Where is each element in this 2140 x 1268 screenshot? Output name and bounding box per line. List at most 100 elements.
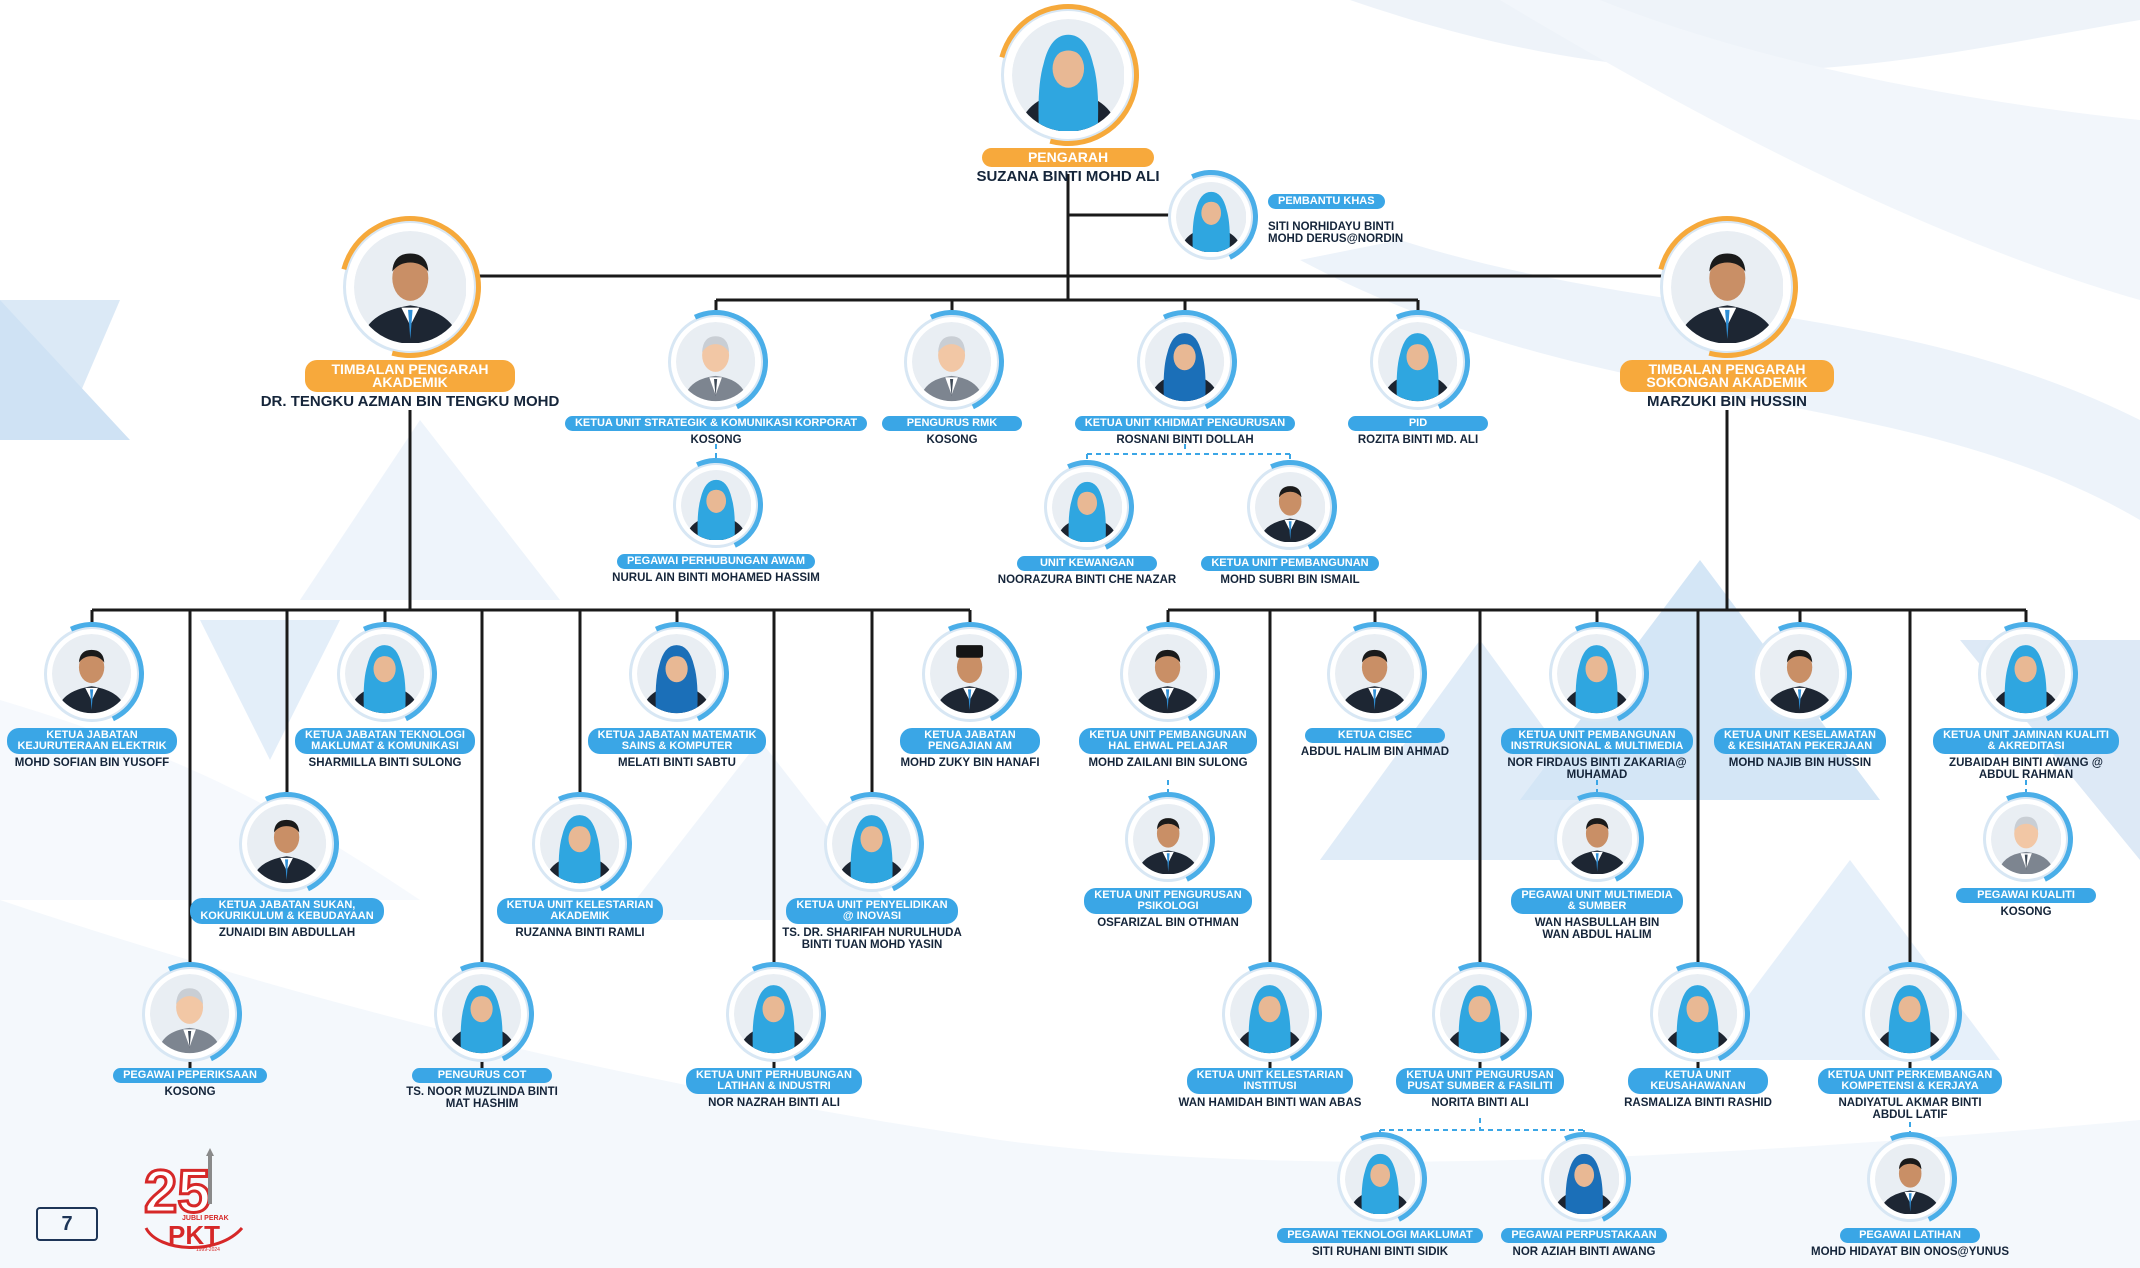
org-node-n31: KETUA UNIT PENGURUSAN PUSAT SUMBER & FAS… (1300, 966, 1660, 1109)
staff-name: TS. NOOR MUZLINDA BINTI MAT HASHIM (406, 1086, 558, 1110)
staff-photo (629, 626, 725, 722)
role-title: KETUA UNIT KEUSAHAWANAN (1628, 1068, 1768, 1094)
role-title: PEMBANTU KHAS (1268, 194, 1385, 209)
org-node-n22: KETUA UNIT PEMBANGUNAN HAL EHWAL PELAJAR… (988, 626, 1348, 769)
role-title: PENGURUS COT (412, 1068, 552, 1083)
staff-photo (1125, 796, 1211, 882)
role-title: KETUA UNIT PEMBANGUNAN HAL EHWAL PELAJAR (1079, 728, 1257, 754)
org-node-n16: KETUA JABATAN SUKAN, KOKURIKULUM & KEBUD… (107, 796, 467, 939)
role-title: KETUA CISEC (1305, 728, 1445, 743)
org-node-n14: KETUA JABATAN MATEMATIK SAINS & KOMPUTER… (497, 626, 857, 769)
logo-years: 1999-2024 (196, 1247, 220, 1253)
role-title: PEGAWAI UNIT MULTIMEDIA & SUMBER (1511, 888, 1683, 914)
staff-photo (1137, 314, 1233, 410)
staff-name: ROZITA BINTI MD. ALI (1357, 434, 1479, 446)
staff-photo (1752, 626, 1848, 722)
org-node-n9: PEGAWAI PERHUBUNGAN AWAM NURUL AIN BINTI … (536, 462, 896, 584)
staff-photo (1247, 464, 1333, 550)
staff-name: ZUNAIDI BIN ABDULLAH (218, 927, 356, 939)
staff-name: NURUL AIN BINTI MOHAMED HASSIM (612, 572, 820, 584)
org-node-n25: KETUA UNIT KESELAMATAN & KESIHATAN PEKER… (1620, 626, 1980, 769)
org-node-n33: KETUA UNIT PERKEMBANGAN KOMPETENSI & KER… (1730, 966, 2090, 1121)
staff-name: ABDUL HALIM BIN AHMAD (1300, 746, 1450, 758)
staff-name: SHARMILLA BINTI SULONG (308, 757, 462, 769)
staff-photo (1554, 796, 1640, 882)
role-title: PEGAWAI KUALITI (1956, 888, 2096, 903)
staff-photo (1168, 174, 1254, 260)
staff-name: NOORAZURA BINTI CHE NAZAR (997, 574, 1177, 586)
page-number: 7 (36, 1207, 98, 1241)
staff-photo (1337, 1136, 1423, 1222)
role-title: PEGAWAI PERHUBUNGAN AWAM (616, 554, 816, 569)
staff-name: SITI NORHIDAYU BINTI MOHD DERUS@NORDIN (1268, 221, 1404, 245)
role-title: TIMBALAN PENGARAH SOKONGAN AKADEMIK (1620, 360, 1834, 392)
role-title: KETUA JABATAN PENGAJIAN AM (900, 728, 1040, 754)
staff-photo (1044, 464, 1130, 550)
staff-photo (1650, 966, 1746, 1062)
staff-photo (532, 796, 628, 892)
role-title: KETUA UNIT PENGURUSAN PSIKOLOGI (1084, 888, 1252, 914)
staff-photo (1120, 626, 1216, 722)
logo-banner: JUBLI PERAK (182, 1215, 229, 1222)
org-node-n30: KETUA UNIT KELESTARIAN INSTITUSI WAN HAMI… (1090, 966, 1450, 1109)
org-node-n24: KETUA UNIT PEMBANGUNAN INSTRUKSIONAL & M… (1417, 626, 1777, 781)
role-title: PENGARAH (982, 148, 1154, 167)
staff-name: WAN HASBULLAH BIN WAN ABDUL HALIM (1534, 917, 1660, 941)
staff-name: MARZUKI BIN HUSSIN (1647, 393, 1807, 410)
role-title: KETUA JABATAN MATEMATIK SAINS & KOMPUTER (587, 728, 767, 754)
vacant-avatar-icon (904, 314, 1000, 410)
role-title: KETUA JABATAN KEJURUTERAAN ELEKTRIK (7, 728, 177, 754)
staff-name: MELATI BINTI SABTU (618, 757, 736, 769)
staff-name: KOSONG (164, 1086, 216, 1098)
role-title: KETUA UNIT PERKEMBANGAN KOMPETENSI & KER… (1817, 1068, 2003, 1094)
staff-name: RASMALIZA BINTI RASHID (1624, 1097, 1772, 1109)
org-node-n32: KETUA UNIT KEUSAHAWANAN RASMALIZA BINTI R… (1518, 966, 1878, 1109)
staff-name: MOHD NAJIB BIN HUSSIN (1728, 757, 1872, 769)
vacant-avatar-icon (1983, 796, 2069, 882)
staff-photo (337, 626, 433, 722)
staff-name: NADIYATUL AKMAR BINTI ABDUL LATIF (1838, 1097, 1982, 1121)
role-title: PEGAWAI TEKNOLOGI MAKLUMAT (1277, 1228, 1483, 1243)
role-title: KETUA UNIT KELESTARIAN INSTITUSI (1186, 1068, 1354, 1094)
staff-photo (673, 462, 759, 548)
staff-photo (1541, 1136, 1627, 1222)
staff-photo (239, 796, 335, 892)
staff-name: SITI RUHANI BINTI SIDIK (1311, 1246, 1449, 1258)
role-title: PENGURUS RMK (882, 416, 1022, 431)
staff-name: RUZANNA BINTI RAMLI (515, 927, 645, 939)
role-title: KETUA UNIT PENYELIDIKAN @ INOVASI (786, 898, 958, 924)
staff-name: MOHD HIDAYAT BIN ONOS@YUNUS (1810, 1246, 2009, 1258)
role-title: KETUA UNIT PERHUBUNGAN LATIHAN & INDUSTR… (685, 1068, 863, 1094)
vacant-avatar-icon (668, 314, 764, 410)
staff-name: SUZANA BINTI MOHD ALI (976, 168, 1160, 185)
staff-name: NOR AZIAH BINTI AWANG (1512, 1246, 1656, 1258)
staff-name: ZUBAIDAH BINTI AWANG @ ABDUL RAHMAN (1949, 757, 2103, 781)
org-node-n21: KETUA UNIT PERHUBUNGAN LATIHAN & INDUSTR… (594, 966, 954, 1109)
staff-photo (922, 626, 1018, 722)
staff-photo (1327, 626, 1423, 722)
staff-photo (1370, 314, 1466, 410)
role-title: KETUA UNIT KHIDMAT PENGURUSAN (1074, 416, 1296, 431)
role-title: PEGAWAI PEPERIKSAAN (113, 1068, 267, 1083)
org-node-n20: PENGURUS COT TS. NOOR MUZLINDA BINTI MAT … (302, 966, 662, 1110)
staff-photo (1862, 966, 1958, 1062)
staff-photo (1432, 966, 1528, 1062)
staff-photo (1549, 626, 1645, 722)
org-node-n19: PEGAWAI PEPERIKSAAN KOSONG (10, 966, 370, 1098)
staff-name: WAN HAMIDAH BINTI WAN ABAS (1178, 1097, 1362, 1109)
staff-photo (726, 966, 822, 1062)
role-title: KETUA UNIT STRATEGIK & KOMUNIKASI KORPOR… (564, 416, 868, 431)
